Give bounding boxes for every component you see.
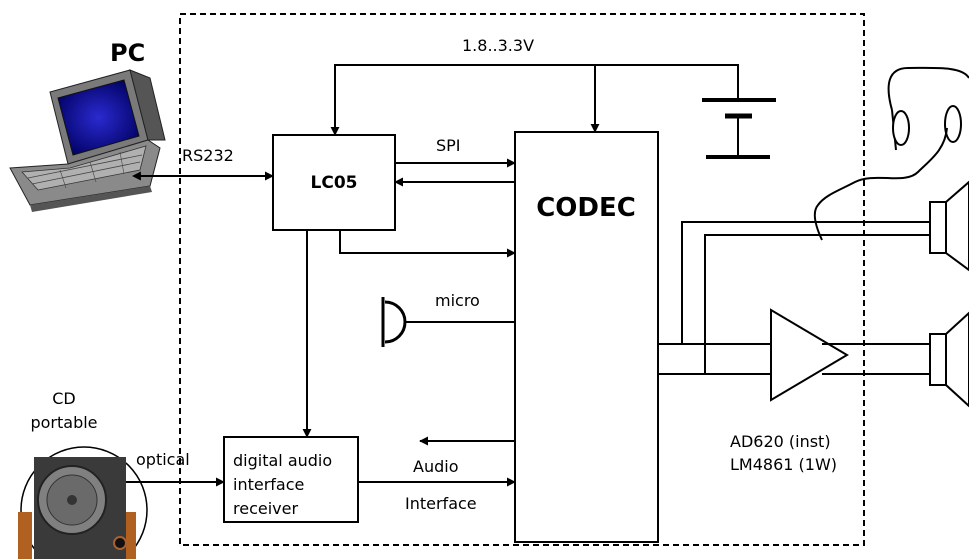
interface-label: Interface — [405, 494, 477, 513]
receiver-block — [223, 436, 359, 523]
spi-label: SPI — [436, 136, 461, 155]
supply-voltage-label: 1.8..3.3V — [462, 36, 534, 55]
system-boundary — [179, 13, 865, 546]
speaker-icon-upper — [929, 180, 969, 272]
supply-rail — [330, 64, 739, 136]
optical-label: optical — [136, 450, 190, 469]
receiver-label-line3: receiver — [233, 499, 298, 518]
control-link — [339, 230, 516, 258]
lc05-label: LC05 — [311, 173, 358, 193]
codec-label: CODEC — [536, 193, 636, 223]
laptop-icon — [9, 69, 166, 212]
cd-label-line1: CD — [52, 389, 76, 408]
headphones-icon — [813, 66, 969, 241]
speaker-icon-lower — [929, 311, 969, 408]
pc-label: PC — [110, 39, 145, 67]
cd-player-icon — [18, 446, 148, 559]
codec-block — [514, 131, 659, 543]
amp-label-line1: AD620 (inst) — [730, 432, 831, 451]
microphone-icon — [381, 297, 407, 347]
audio-label: Audio — [413, 457, 458, 476]
cd-label-line2: portable — [30, 413, 97, 432]
amp-label-line2: LM4861 (1W) — [730, 455, 837, 474]
battery-icon — [702, 98, 776, 159]
receiver-label-line2: interface — [233, 475, 304, 494]
headphone-line-lower — [704, 234, 930, 374]
rs232-label: RS232 — [182, 146, 234, 165]
receiver-label-line1: digital audio — [233, 451, 332, 470]
amplifier-icon — [770, 308, 849, 402]
micro-label: micro — [435, 291, 480, 310]
